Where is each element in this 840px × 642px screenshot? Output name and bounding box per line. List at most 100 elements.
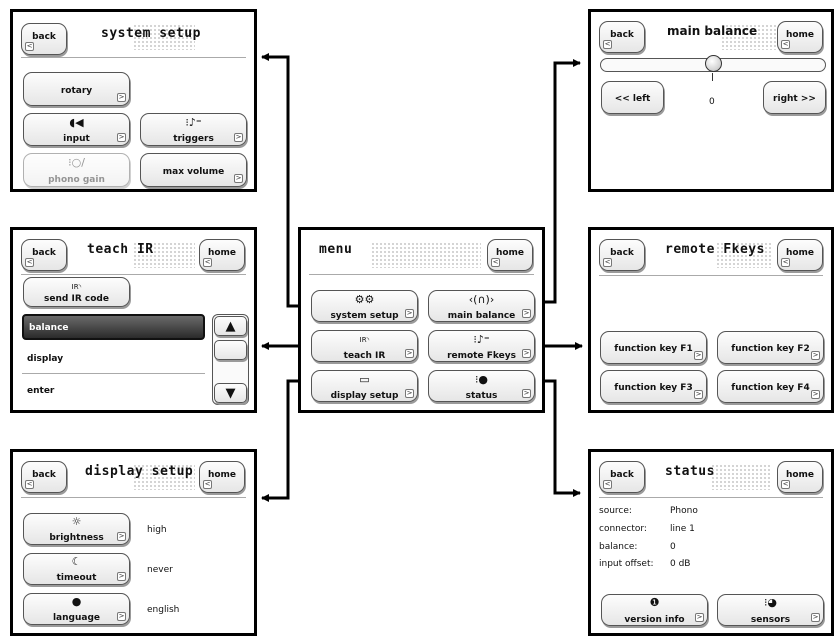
back-label: back	[32, 32, 56, 42]
remote-fkeys-button[interactable]: ⁝♪⁼ remote Fkeys >	[428, 330, 535, 362]
moon-icon: ☾	[71, 555, 82, 568]
teach-ir-panel: back < teach IR home < IR◝ send IR code …	[10, 227, 257, 413]
home-button[interactable]: home <	[199, 461, 245, 493]
chevron-left-icon: <	[781, 480, 790, 489]
chevron-left-icon: <	[25, 42, 34, 51]
back-button[interactable]: back <	[21, 461, 67, 493]
function-key-f4-button[interactable]: function key F4 >	[717, 370, 824, 403]
rotary-button[interactable]: rotary >	[23, 72, 130, 106]
language-value: english	[147, 605, 180, 615]
triggers-icon: ⁝♪⁼	[185, 116, 202, 129]
page-title: teach IR	[87, 242, 154, 257]
home-button[interactable]: home <	[487, 239, 533, 271]
speech-bubble-icon: ●	[71, 595, 82, 608]
source-value: Phono	[670, 506, 698, 516]
page-title: main balance	[667, 24, 758, 38]
triggers-button[interactable]: ⁝♪⁼ triggers >	[140, 113, 247, 146]
status-button[interactable]: ⁝● status >	[428, 370, 535, 402]
source-label: source:	[599, 506, 632, 516]
chevron-left-icon: <	[491, 258, 500, 267]
rotary-label: rotary	[60, 86, 93, 96]
timeout-value: never	[147, 565, 173, 575]
function-key-f1-button[interactable]: function key F1 >	[600, 331, 707, 364]
menu-panel: menu home < ⚙⚙ system setup > ‹(∩)› main…	[298, 227, 545, 413]
sensors-button[interactable]: ⁝◕ sensors >	[717, 594, 824, 626]
balance-slider-thumb[interactable]	[704, 55, 722, 72]
ir-icon: IR◝	[71, 283, 82, 291]
chevron-left-icon: <	[603, 40, 612, 49]
phono-gain-label: phono gain	[48, 175, 105, 185]
balance-right-button[interactable]: right >>	[763, 81, 826, 114]
display-setup-button[interactable]: ▭ display setup >	[311, 370, 418, 402]
timeout-button[interactable]: ☾ timeout >	[23, 553, 130, 585]
scroll-down-button[interactable]: ▼	[214, 383, 247, 403]
home-button[interactable]: home <	[199, 239, 245, 271]
max-volume-label: max volume	[162, 167, 225, 177]
page-title: menu	[319, 242, 353, 257]
chevron-left-icon: <	[203, 258, 212, 267]
balance-left-button[interactable]: << left	[601, 81, 664, 114]
balance-label: balance:	[599, 542, 638, 552]
chevron-left-icon: <	[781, 258, 790, 267]
input-offset-label: input offset:	[599, 559, 654, 569]
slider-tick	[712, 73, 713, 81]
main-balance-button[interactable]: ‹(∩)› main balance >	[428, 290, 535, 322]
back-button[interactable]: back <	[21, 239, 67, 271]
main-balance-panel: back < main balance home < << left 0 rig…	[588, 9, 834, 192]
chevron-left-icon: <	[25, 258, 34, 267]
info-icon: ❶	[649, 596, 660, 609]
brightness-button[interactable]: ☼ brightness >	[23, 513, 130, 545]
page-title: system setup	[101, 26, 201, 41]
send-ir-code-label: send IR code	[44, 294, 109, 304]
brightness-value: high	[147, 525, 167, 535]
gears-icon: ⚙⚙	[354, 293, 375, 306]
function-key-f2-button[interactable]: function key F2 >	[717, 331, 824, 364]
display-icon: ▭	[359, 373, 370, 386]
phono-gain-button[interactable]: ⁝○/ phono gain	[23, 153, 130, 187]
list-item-label: balance	[29, 323, 69, 333]
status-icon: ⁝●	[474, 373, 489, 386]
language-button[interactable]: ● language >	[23, 593, 130, 625]
scroll-thumb[interactable]	[214, 340, 247, 360]
scroll-down-icon: ▼	[225, 386, 236, 401]
system-setup-button[interactable]: ⚙⚙ system setup >	[311, 290, 418, 322]
back-button[interactable]: back <	[599, 461, 645, 493]
function-key-f3-button[interactable]: function key F3 >	[600, 370, 707, 403]
list-item[interactable]: enter	[22, 375, 205, 405]
sun-icon: ☼	[71, 515, 82, 528]
input-button[interactable]: ◖◀ input >	[23, 113, 130, 146]
chevron-left-icon: <	[603, 480, 612, 489]
max-volume-button[interactable]: max volume >	[140, 153, 247, 187]
home-button[interactable]: home <	[777, 461, 823, 493]
back-button[interactable]: back <	[21, 23, 67, 55]
sensors-icon: ⁝◕	[763, 596, 778, 609]
back-button[interactable]: back <	[599, 239, 645, 271]
input-icon: ◖◀	[69, 116, 84, 129]
list-item[interactable]: display	[22, 343, 205, 374]
list-item-label: enter	[27, 386, 55, 396]
version-info-button[interactable]: ❶ version info >	[601, 594, 708, 626]
page-title: display setup	[85, 464, 194, 479]
connector-label: connector:	[599, 524, 647, 534]
status-panel: back < status home < source: Phono conne…	[588, 449, 834, 636]
language-label: language	[52, 613, 101, 623]
teach-ir-button[interactable]: IR◝ teach IR >	[311, 330, 418, 362]
system-setup-panel: back < system setup rotary > ◖◀ input > …	[10, 9, 257, 192]
connector-value: line 1	[670, 524, 695, 534]
send-ir-code-button[interactable]: IR◝ send IR code	[23, 277, 130, 307]
balance-value: 0	[709, 97, 715, 107]
remote-icon: ⁝♪⁼	[473, 333, 490, 346]
input-label: input	[63, 134, 90, 144]
balance-icon: ‹(∩)›	[468, 293, 495, 306]
ir-icon: IR◝	[359, 336, 370, 344]
timeout-label: timeout	[56, 573, 97, 583]
chevron-left-icon: <	[203, 480, 212, 489]
chevron-left-icon: <	[781, 40, 790, 49]
list-item-selected[interactable]: balance	[22, 314, 205, 340]
input-offset-value: 0 dB	[670, 559, 691, 569]
chevron-left-icon: <	[603, 258, 612, 267]
scroll-up-button[interactable]: ▲	[214, 316, 247, 336]
home-button[interactable]: home <	[777, 21, 823, 53]
home-button[interactable]: home <	[777, 239, 823, 271]
back-button[interactable]: back <	[599, 21, 645, 53]
